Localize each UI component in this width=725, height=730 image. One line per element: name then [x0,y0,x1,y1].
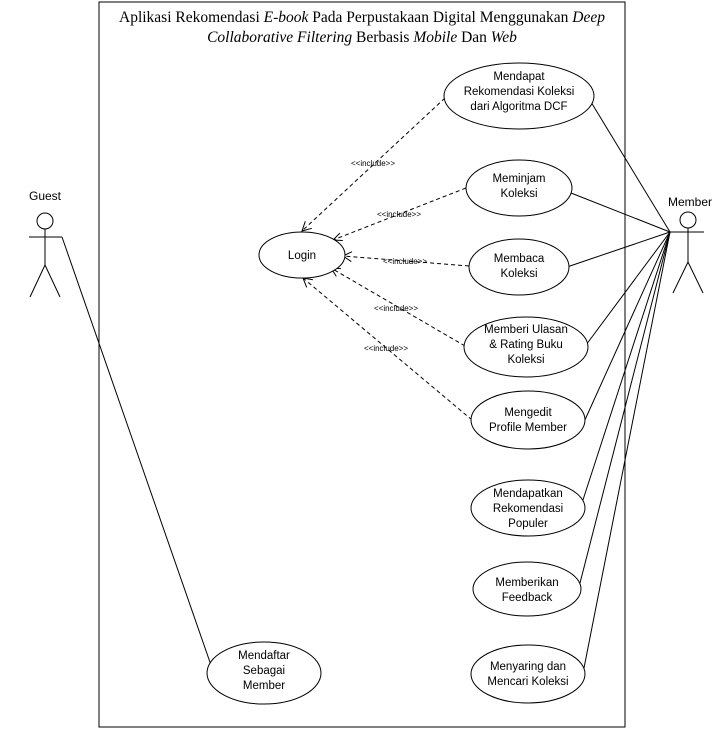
system-title-line-2-run-1: Berbasis [352,29,413,46]
actor-guest-label: Guest [29,189,62,203]
use-case-login[interactable]: Login [258,231,346,279]
assoc-member-feedback [579,231,671,584]
use-case-ulasan-label-line-3: Koleksi [507,354,544,366]
member-associations [566,101,671,674]
use-case-login-label-line-1: Login [288,250,316,262]
use-case-menyaring-label-line-1: Menyaring dan [490,661,566,673]
system-title-line-1: Aplikasi Rekomendasi E-book Pada Perpust… [119,9,605,26]
use-case-edit-profile-label-line-2: Profile Member [489,422,567,434]
include-dependencies [301,97,473,421]
use-case-mendaftar-label-line-2: Sebagai [243,665,285,677]
include-label-rekomendasi-dcf: <<include>> [351,159,395,168]
system-title-line-1-run-0: Aplikasi Rekomendasi [119,9,264,26]
assoc-member-menyaring [582,231,671,674]
actor-guest-leg-right [44,264,61,298]
actor-member-head [679,211,697,229]
system-title-line-2: Collaborative Filtering Berbasis Mobile … [207,29,517,46]
assoc-member-membaca [566,231,671,268]
use-case-membaca-label-line-2: Koleksi [500,268,537,280]
use-case-meminjam-label-line-2: Koleksi [500,188,537,200]
use-case-menyaring-shape [470,644,586,704]
use-case-rekomendasi-populer-shape [470,479,586,537]
include-label-membaca: <<include>> [383,257,427,266]
actor-guest-leg-left [29,264,46,298]
include-line-membaca [342,255,470,267]
include-line-rekomendasi-dcf [301,97,446,232]
actor-guest[interactable]: Guest [29,189,62,298]
system-title-line-2-run-0: Collaborative Filtering [207,29,352,46]
use-case-edit-profile-shape [470,390,586,450]
use-case-meminjam-label-line-1: Meminjam [492,173,545,185]
assoc-member-rekomendasi-populer [580,231,671,507]
include-label-meminjam: <<include>> [377,210,421,219]
use-case-mendaftar-label-line-3: Member [243,680,285,692]
use-case-mendaftar-shape [206,641,322,705]
assoc-guest-mendaftar [61,236,213,669]
actor-member-label: Member [668,195,712,209]
system-title-line-1-run-1: E-book [263,9,310,26]
assoc-member-rekomendasi-dcf [590,101,671,233]
use-case-rekomendasi-dcf-label-line-3: dari Algoritma DCF [470,101,567,113]
use-case-rekomendasi-populer-label-line-1: Mendapatkan [493,488,563,500]
include-line-edit-profile [302,277,473,421]
assoc-member-edit-profile [583,231,671,423]
use-case-membaca-label-line-1: Membaca [494,253,545,265]
system-title-line-2-run-3: Dan [457,29,491,46]
use-case-login-label: Login [288,250,316,262]
use-case-feedback-label-line-1: Memberikan [495,577,558,589]
system-title-line-1-run-2: Pada Perpustakaan Digital Menggunakan [308,9,572,26]
use-case-ulasan-label-line-1: Memberi Ulasan [484,324,568,336]
system-title-line-2-run-4: Web [491,29,517,46]
include-line-meminjam [332,187,467,241]
actor-member[interactable]: Member [668,195,712,294]
use-case-rekomendasi-populer-label-line-3: Populer [508,518,548,530]
actor-guest-head [36,212,54,230]
system-title-line-1-run-3: Deep [571,9,605,26]
use-case-feedback-shape [472,561,582,617]
use-case-login-shape [258,231,346,279]
use-case-feedback-label-line-2: Feedback [502,592,553,604]
include-arrow-rekomendasi-dcf [301,221,312,232]
use-case-membaca-shape [468,238,570,296]
use-case-meminjam-shape [465,159,573,217]
use-case-rekomendasi-populer-label-line-2: Rekomendasi [493,503,563,515]
use-case-ulasan-label-line-2: & Rating Buku [489,339,563,351]
actor-member-leg-right [687,261,704,294]
use-case-rekomendasi-dcf-label-line-2: Rekomendasi Koleksi [464,86,575,98]
include-label-edit-profile: <<include>> [364,344,408,353]
include-line-ulasan [330,267,466,347]
use-case-mendaftar-label-line-1: Mendaftar [238,650,290,662]
use-case-rekomendasi-dcf-shape [443,62,595,130]
use-case-ulasan-shape [463,316,589,378]
assoc-member-ulasan [585,231,671,346]
actor-member-leg-left [672,261,689,294]
use-case-menyaring-label-line-2: Mencari Koleksi [487,676,568,688]
use-case-edit-profile-label-line-1: Mengedit [504,407,552,419]
system-title-line-2-run-2: Mobile [412,29,457,46]
assoc-member-meminjam [570,192,671,233]
include-label-ulasan: <<include>> [374,304,418,313]
use-case-rekomendasi-dcf-label-line-1: Mendapat [493,71,545,83]
